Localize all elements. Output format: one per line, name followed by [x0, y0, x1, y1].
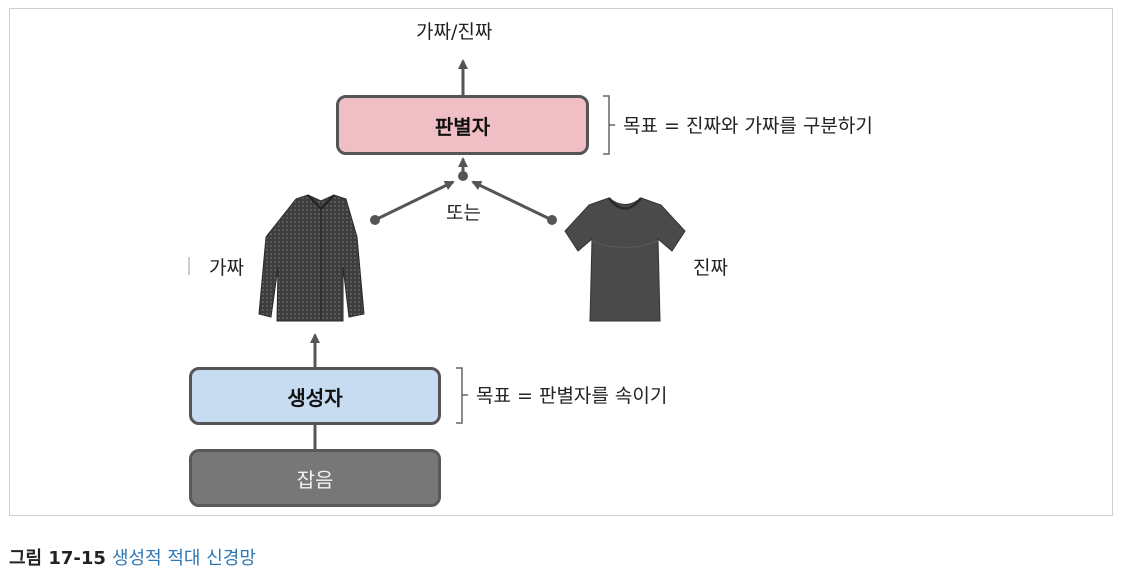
or-label: 또는 [446, 202, 481, 224]
discriminator-box: 판별자 [336, 95, 589, 155]
noise-label: 잡음 [296, 467, 334, 492]
real-input-dot [547, 215, 557, 225]
caption-number: 그림 17-15 [9, 548, 106, 569]
generator-goal-bracket [456, 367, 468, 424]
caption-text: 생성적 적대 신경망 [111, 548, 256, 569]
discriminator-label: 판별자 [434, 114, 491, 139]
merge-dot [458, 171, 468, 181]
discriminator-goal-text: 목표 = 진짜와 가짜를 구분하기 [623, 115, 873, 137]
generator-box: 생성자 [189, 367, 441, 425]
real-label: 진짜 [693, 257, 728, 279]
generated-sweater-icon [258, 194, 365, 322]
fake-label: 가짜 [209, 257, 244, 279]
discriminator-goal-bracket [603, 95, 615, 155]
real-input-arrow [471, 180, 553, 222]
fake-input-arrow [374, 180, 455, 222]
generator-label: 생성자 [287, 385, 343, 410]
figure-frame: 가짜/진짜 판별자 목표 = 진짜와 가짜를 구분하기 또는 가짜 진짜 생성자… [9, 8, 1113, 516]
diagram-canvas [188, 59, 686, 449]
noise-box: 잡음 [189, 449, 441, 507]
real-tshirt-icon [564, 197, 686, 322]
generator-goal-text: 목표 = 판별자를 속이기 [476, 385, 668, 407]
fake-input-dot [370, 215, 380, 225]
output-label: 가짜/진짜 [416, 21, 493, 43]
